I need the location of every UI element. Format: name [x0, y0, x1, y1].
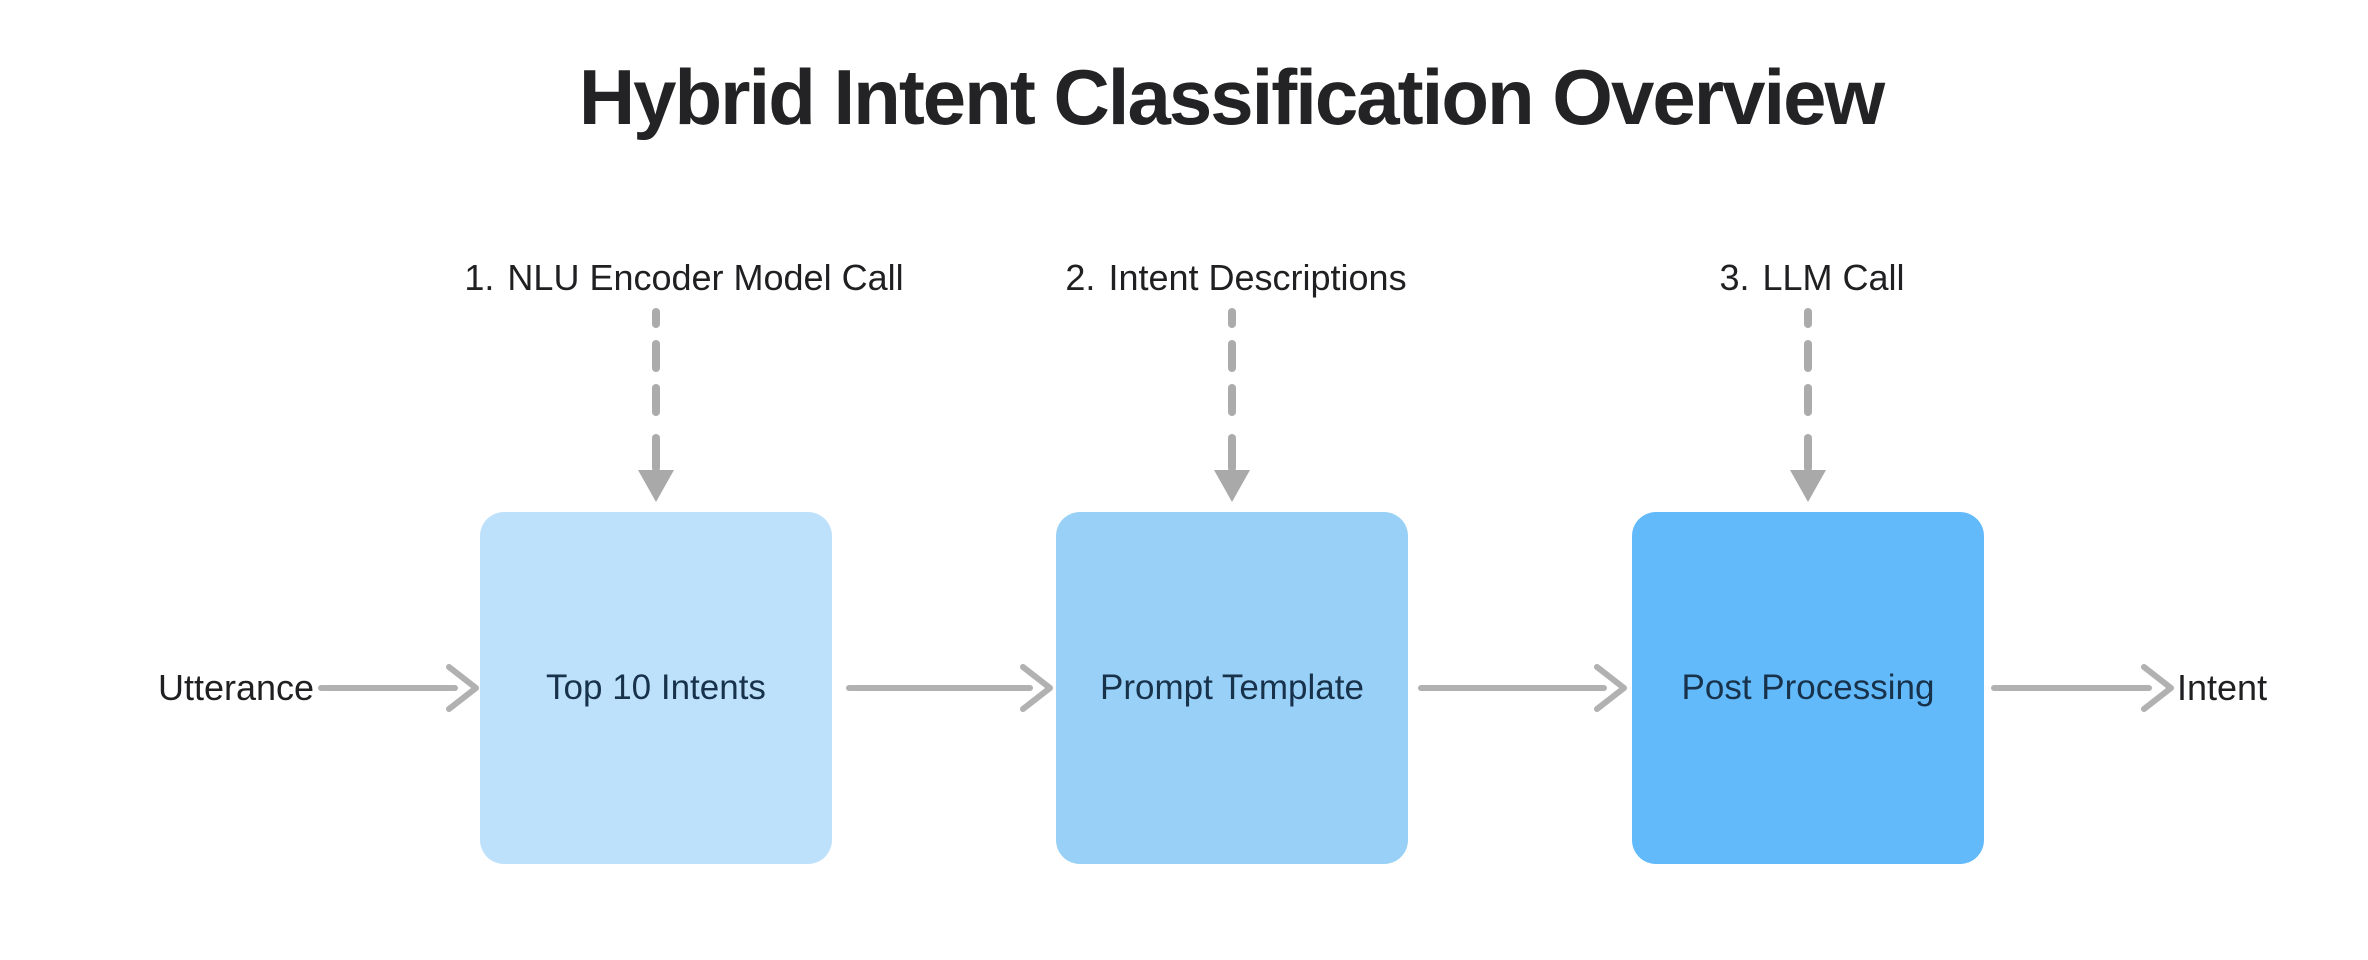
step-annotation-1: 1. NLU Encoder Model Call [464, 256, 903, 300]
flow-arrow-right-icon [1991, 664, 2174, 712]
output-label: Intent [2177, 667, 2268, 708]
step-number-3: 3. [1719, 257, 1750, 298]
step-annotation-3: 3. LLM Call [1719, 256, 1904, 300]
page-title: Hybrid Intent Classification Overview [578, 53, 1885, 141]
dashed-arrow-down-icon [638, 308, 674, 502]
step-annotation-text-2: Intent Descriptions [1108, 257, 1407, 298]
dashed-arrow-down-icon [1214, 308, 1250, 502]
node-label-top-10-intents: Top 10 Intents [546, 668, 766, 707]
node-top-10-intents: Top 10 Intents [480, 512, 832, 864]
flow-arrow-right-icon [1418, 664, 1627, 712]
step-number-2: 2. [1065, 257, 1096, 298]
node-label-post-processing: Post Processing [1681, 668, 1935, 707]
step-annotation-text-1: NLU Encoder Model Call [507, 257, 904, 298]
step-annotation-text-3: LLM Call [1762, 257, 1905, 298]
flow-arrow-right-icon [318, 664, 479, 712]
node-label-prompt-template: Prompt Template [1100, 668, 1364, 707]
input-label: Utterance [158, 667, 315, 708]
flow-arrow-right-icon [846, 664, 1053, 712]
step-annotation-2: 2. Intent Descriptions [1065, 256, 1406, 300]
node-prompt-template: Prompt Template [1056, 512, 1408, 864]
step-number-1: 1. [464, 257, 495, 298]
dashed-arrow-down-icon [1790, 308, 1826, 502]
node-post-processing: Post Processing [1632, 512, 1984, 864]
